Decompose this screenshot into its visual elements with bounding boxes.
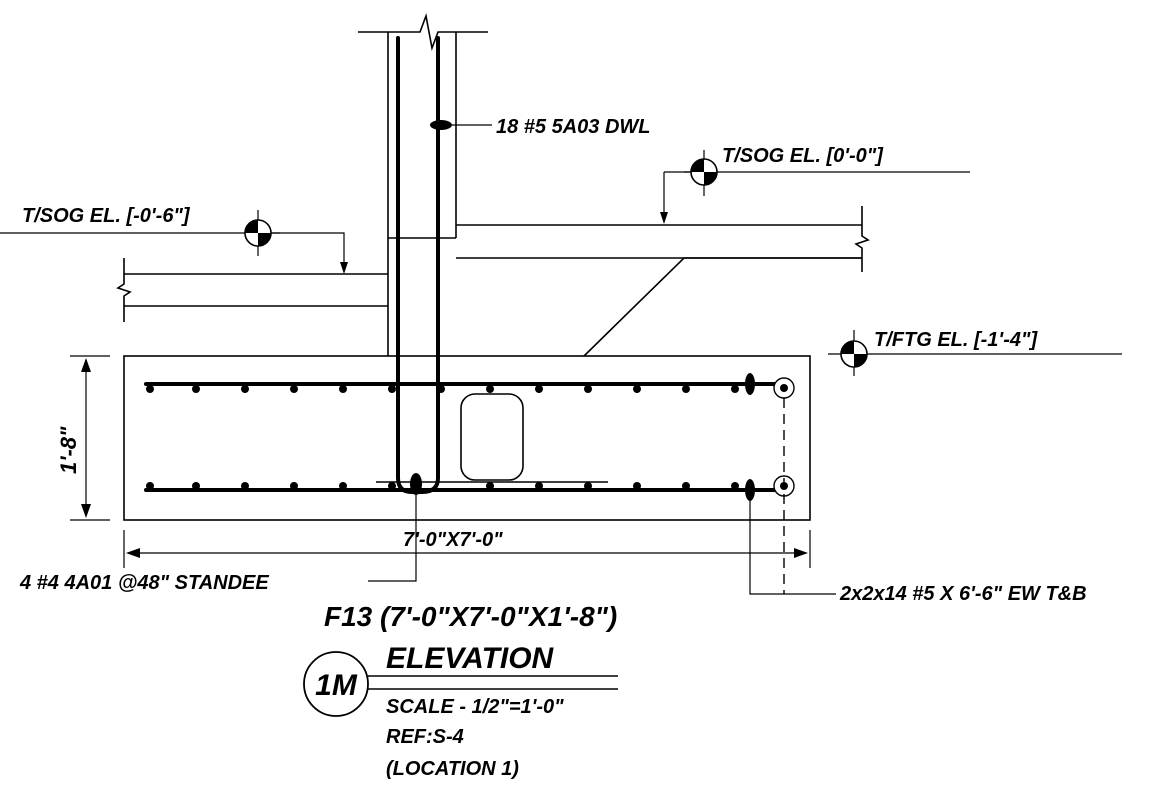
height-dimension xyxy=(70,355,110,521)
slab-left xyxy=(116,258,388,322)
scale-text: SCALE - 1/2"=1'-0" xyxy=(386,696,564,718)
tsog-right-marker xyxy=(660,150,970,224)
tsog-left-marker xyxy=(0,210,348,274)
bottom-bars-label: 2x2x14 #5 X 6'-6" EW T&B xyxy=(839,583,1087,605)
view-title: ELEVATION xyxy=(386,642,555,675)
detail-id: 1M xyxy=(315,669,358,702)
tftg-label: T/FTG EL. [-1'-4"] xyxy=(874,329,1038,351)
slab-right xyxy=(456,206,870,357)
rebar-dots-bottom xyxy=(146,482,739,490)
bottom-bars-leader xyxy=(749,398,836,595)
rebar-mats xyxy=(144,382,784,492)
tsog-left-label: T/SOG EL. [-0'-6"] xyxy=(22,205,191,227)
footing xyxy=(123,355,811,521)
dowel-bars xyxy=(396,36,492,494)
dowel-label: 18 #5 5A03 DWL xyxy=(496,116,651,138)
column xyxy=(358,13,488,356)
dowel-section-mark xyxy=(430,120,452,130)
height-dimension-label: 1'-8" xyxy=(56,426,81,474)
ref-text: REF:S-4 xyxy=(386,726,464,748)
standee-label: 4 #4 4A01 @48" STANDEE xyxy=(19,572,269,594)
width-dimension xyxy=(123,530,811,568)
tftg-marker xyxy=(828,330,1122,376)
width-dimension-label: 7'-0"X7'-0" xyxy=(403,529,503,551)
standee-leader xyxy=(368,494,417,582)
footing-title: F13 (7'-0"X7'-0"X1'-8") xyxy=(324,601,617,632)
location-text: (LOCATION 1) xyxy=(386,758,519,780)
title-block xyxy=(303,651,618,717)
rebar-dots-top xyxy=(146,385,739,393)
tsog-right-label: T/SOG EL. [0'-0"] xyxy=(722,145,884,167)
